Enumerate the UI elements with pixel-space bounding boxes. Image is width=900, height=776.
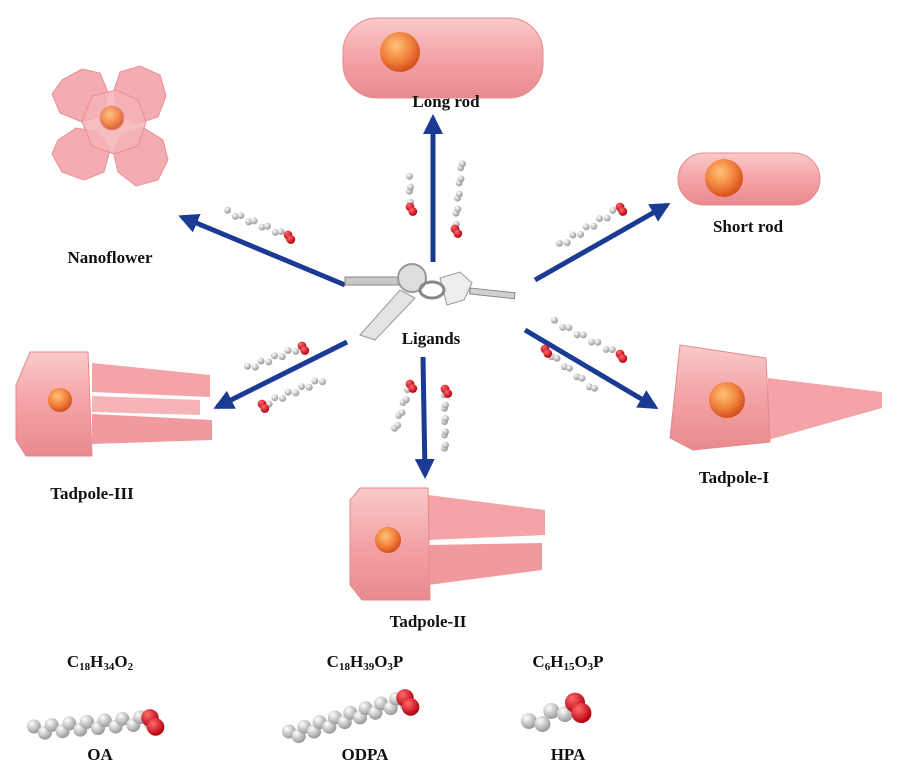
ligand-chain [520, 692, 592, 732]
nanoflower-shape [51, 65, 169, 187]
tadpole-iii-shape [15, 351, 212, 457]
molecule-models [26, 689, 592, 744]
ligand-chain [450, 160, 467, 238]
label-short-rod: Short rod [712, 217, 784, 236]
name-oa: OA [87, 745, 113, 764]
keys-icon [344, 263, 516, 341]
ligand-chain [555, 202, 628, 247]
arrow-to-tadpole-ii [414, 356, 435, 479]
long-rod-shape [342, 17, 544, 99]
arrow-to-tadpole-iii [213, 339, 349, 410]
label-tadpole-i: Tadpole-I [698, 468, 770, 487]
ligand-chains [223, 160, 628, 452]
core-sphere [705, 159, 743, 197]
ligand-chain [26, 709, 165, 740]
ligand-chain [440, 384, 453, 452]
arrows [178, 114, 671, 479]
short-rod-shape [677, 152, 821, 206]
ligand-chain [243, 341, 310, 371]
name-odpa: ODPA [341, 745, 389, 764]
formula-oa: C18H34O2 [66, 652, 134, 673]
core-sphere [709, 382, 745, 418]
core-sphere [375, 527, 401, 553]
arrow-to-short-rod [533, 202, 671, 283]
core-sphere [48, 388, 72, 412]
label-tadpole-iii: Tadpole-III [50, 484, 134, 503]
ligand-chain [281, 689, 420, 744]
formula-hpa: C6H15O3P [532, 652, 604, 673]
core-sphere [380, 32, 420, 72]
label-long-rod: Long rod [412, 92, 480, 111]
arrow-to-nanoflower [178, 213, 346, 288]
label-nanoflower: Nanoflower [67, 248, 153, 267]
name-hpa: HPA [550, 745, 586, 764]
ligand-chain [405, 172, 418, 216]
ligand-chain [390, 379, 418, 432]
tadpole-i-shape [669, 344, 882, 451]
label-tadpole-ii: Tadpole-II [389, 612, 467, 631]
ligand-chain [223, 206, 296, 244]
label-ligands: Ligands [401, 329, 461, 348]
formula-odpa: C18H39O3P [326, 652, 404, 673]
ligand-chain [550, 316, 628, 363]
ligand-chain [257, 377, 327, 413]
tadpole-ii-shape [349, 487, 545, 601]
ligand-chain [540, 344, 598, 392]
core-sphere [99, 105, 125, 131]
arrow-to-tadpole-i [523, 327, 659, 410]
